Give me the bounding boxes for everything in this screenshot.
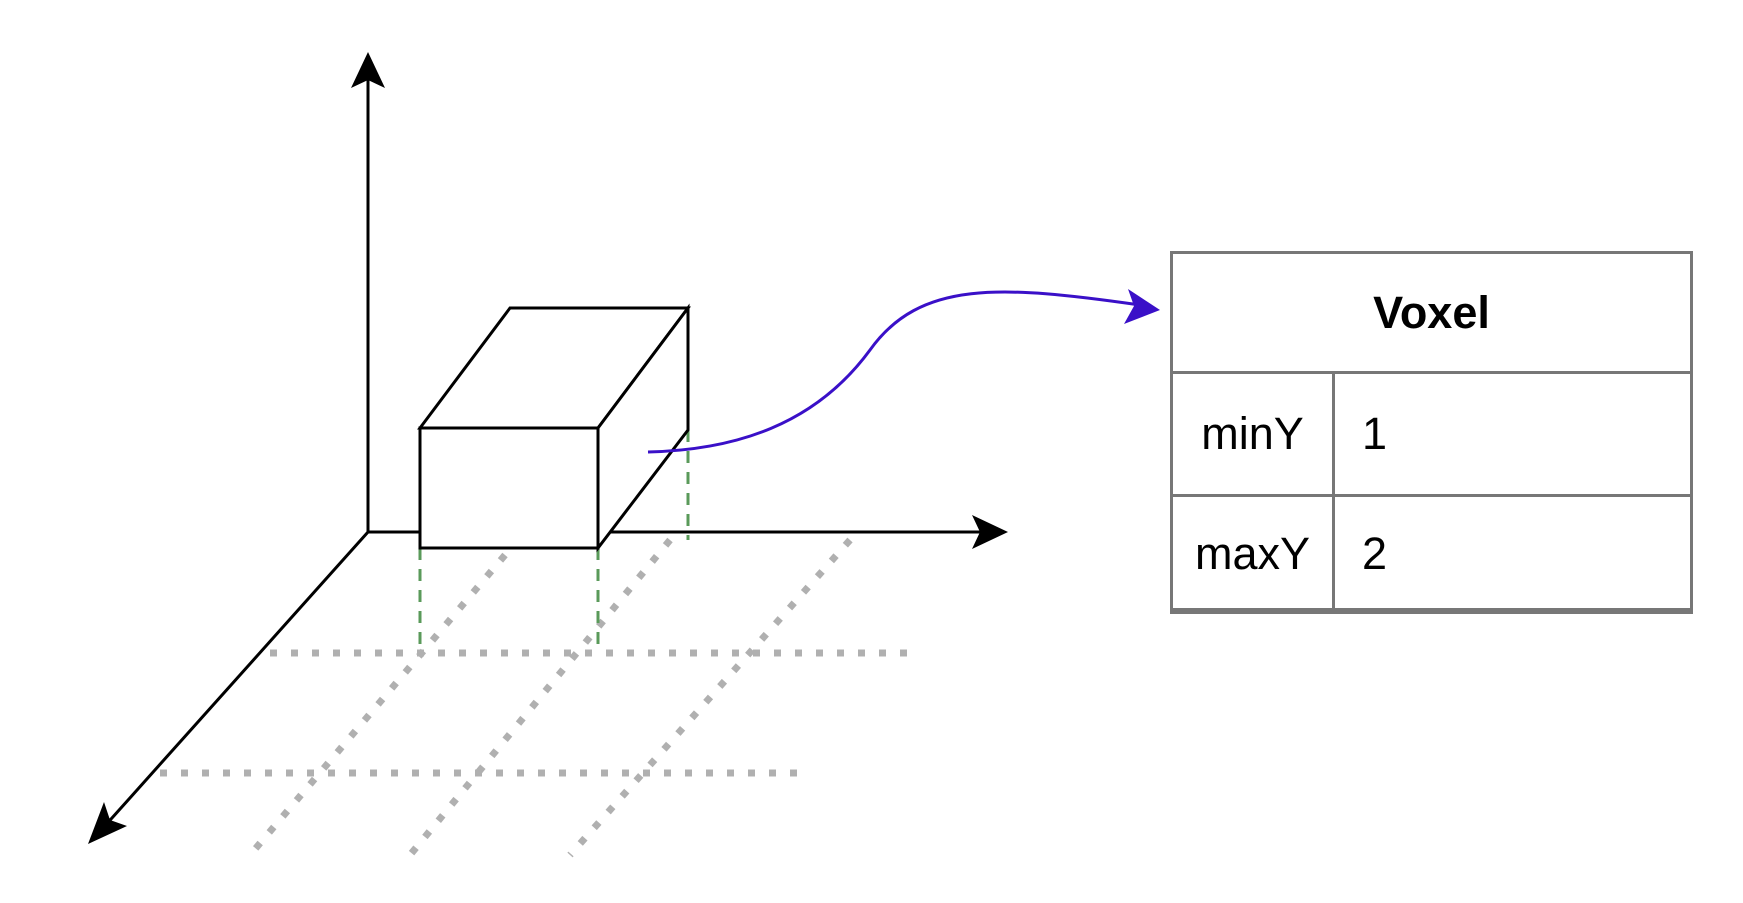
voxel-table-title: Voxel (1173, 254, 1690, 374)
x-axis-arrowhead (972, 515, 1008, 549)
voxel-front-face (418, 426, 600, 550)
table-row: maxY 2 (1173, 494, 1690, 611)
grid-line (407, 537, 673, 858)
connector-arrowhead (1124, 289, 1160, 324)
voxel-box (417, 303, 691, 553)
grid-line (247, 552, 508, 858)
table-row-value: 2 (1362, 528, 1388, 579)
z-axis-arrowhead (88, 802, 127, 844)
ground-grid (160, 537, 920, 858)
table-row-value: 1 (1362, 408, 1388, 459)
table-row-key: minY (1173, 374, 1335, 494)
projection-lines (418, 430, 690, 653)
grid-line (567, 537, 853, 858)
z-axis (101, 530, 370, 830)
voxel-table: Voxel minY 1 maxY 2 (1170, 251, 1693, 614)
table-row: minY 1 (1173, 374, 1690, 494)
table-row-key: maxY (1173, 497, 1335, 611)
connector-curve (647, 290, 1141, 454)
y-axis-arrowhead (351, 52, 385, 88)
